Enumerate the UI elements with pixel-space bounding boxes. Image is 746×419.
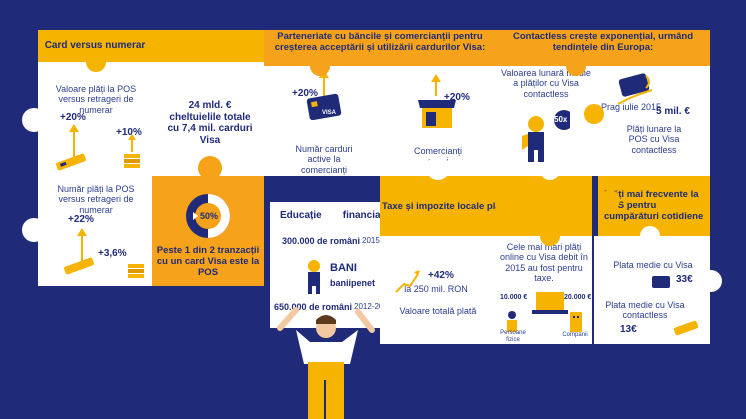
puzzle-knob [540,226,560,246]
puzzle-knob [22,108,46,132]
half-donut-icon [186,194,230,238]
active-cards-tile: +20% VISA Număr carduri active la comerc… [264,66,380,176]
mascot-icon [308,260,320,294]
pos-vs-cash-count-tile: Număr plăți la POS versus retrageri de n… [38,176,152,286]
puzzle-knob [310,56,330,76]
visa-card-brand: VISA [322,110,337,116]
taxes-header: Taxe și impozite locale plătite cu cardu… [380,176,560,236]
contactless-terminal-icon [673,320,699,336]
partnerships-header: Parteneriate cu băncile și comercianții … [264,30,496,66]
laptop-icon [532,292,568,314]
person-icon [507,311,517,332]
puzzle-knob [640,226,660,246]
bani-logo: BANI [330,262,357,274]
education-board: Educație financiară 300.000 de români 20… [270,202,394,328]
pos-terminal-count-icon [64,228,94,275]
puzzle-knob [430,236,450,256]
coins-up-icon [124,134,140,168]
visa-card-avg-icon [652,276,670,288]
puzzle-knob [540,160,560,180]
contactless-monthly-tile: Prag iulie 2015 5 mil. € Plăți lunare la… [594,66,710,176]
growth-arrow-icon [395,270,420,293]
visa-card-icon [306,70,342,120]
puzzle-knob [566,56,586,76]
puzzle-knob [600,190,620,210]
store-icon [418,74,456,128]
frequent-avg-tile: Plata medie cu Visa 33€ Plata medie cu V… [594,236,710,344]
pos-terminal-up-icon [56,124,86,171]
pos-vs-cash-value-tile: Valoare plăți la POS versus retrageri de… [38,62,152,176]
puzzle-knob [372,110,392,130]
header-strip-2 [152,30,264,62]
puzzle-knob [142,100,164,122]
coins-count-icon [128,264,144,278]
contactless-card-icon [617,73,653,105]
puzzle-knob [198,156,222,180]
contactless-header: Contactless crește exponențial, urmând t… [496,30,710,66]
online-taxes-tile: Cele mai mari plăți online cu Visa debit… [496,236,592,344]
person-holding-board-icon [277,307,375,419]
banipenet-logo: baniipenet [330,278,376,288]
multiplier-bubble: 50x [554,115,568,124]
puzzle-knob [426,156,450,180]
contactless-avg-tile: Valoarea lunară medie a plăților cu Visa… [496,66,594,176]
puzzle-knob [86,52,106,72]
puzzle-knob [22,218,46,242]
puzzle-knob [700,270,722,292]
puzzle-knob [584,104,604,124]
taxes-header-ext [496,176,592,236]
contactless-mascot-icon [522,110,570,162]
half-pos-tile: 50% Peste 1 din 2 tranzacții cu un card … [152,176,264,286]
company-building-icon [570,312,582,332]
